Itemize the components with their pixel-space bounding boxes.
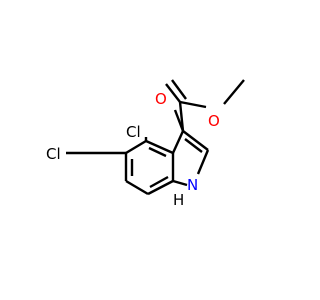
- atom-label-o-ester: O: [208, 112, 220, 130]
- bond-o-methyl: [223, 79, 245, 105]
- structure-diagram: Cl Cl O O N H: [46, 79, 245, 209]
- bond-c3-c2: [182, 130, 209, 151]
- bond-c3-cester: [178, 101, 185, 132]
- atom-label-cl-4: Cl: [126, 123, 141, 141]
- bond-c6-c7: [147, 179, 174, 196]
- atom-label-h-1: H: [173, 191, 184, 209]
- bond-c7a-c3a: [145, 139, 174, 155]
- atom-label-cl-5: Cl: [46, 145, 61, 163]
- bond-c3a-c3: [171, 130, 185, 154]
- bond-c5-c6: [125, 179, 149, 196]
- bond-c3-c2-inner: [184, 138, 203, 153]
- atom-label-n-1: N: [187, 176, 198, 194]
- atom-label-o-carbonyl: O: [155, 90, 167, 108]
- bond-c2-n1: [196, 149, 210, 175]
- molecule-drawing: Cl Cl O O N H: [46, 79, 245, 209]
- bond-c3a-c4: [125, 139, 147, 155]
- bond-cester-o-double-b: [171, 79, 187, 100]
- bond-c7a-c3a-inner: [148, 146, 167, 158]
- bond-cester-o-double-a: [165, 83, 181, 103]
- bond-cester-o-single: [179, 100, 207, 109]
- bond-c6-c7-inner: [149, 175, 169, 189]
- bond-n1-c7a: [172, 179, 188, 187]
